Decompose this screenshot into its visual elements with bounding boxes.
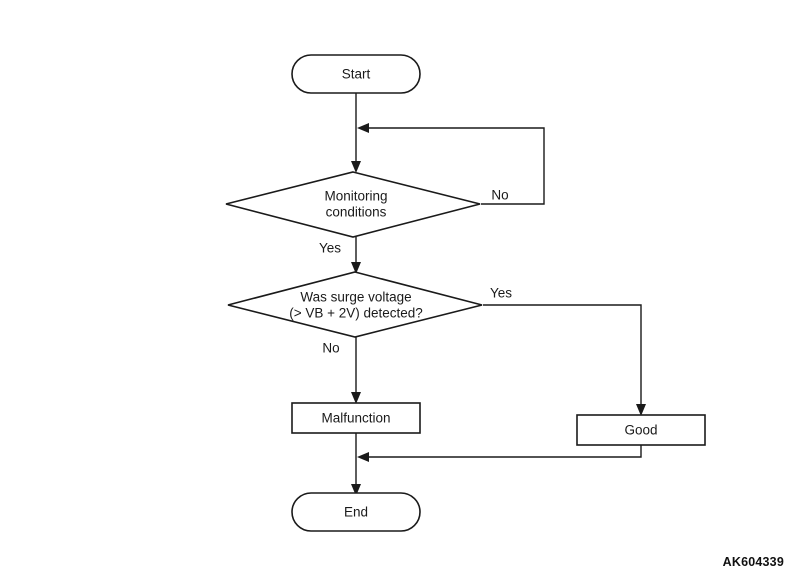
arrow-head-icon	[351, 484, 361, 496]
connector-monitoring-yes-to-surge	[351, 237, 361, 274]
branch-label-surge-no: No	[322, 341, 339, 356]
start-label: Start	[342, 67, 371, 82]
end-label: End	[344, 505, 368, 520]
arrow-head-icon	[351, 262, 361, 274]
branch-label-surge-yes: Yes	[490, 286, 512, 301]
arrow-head-icon	[351, 392, 361, 404]
node-decision-surge[interactable]: Was surge voltage (> VB + 2V) detected?	[227, 271, 483, 338]
monitoring-label-line2: conditions	[326, 205, 387, 220]
monitoring-label-line1: Monitoring	[324, 189, 387, 204]
node-decision-monitoring[interactable]: Monitoring conditions	[225, 171, 481, 238]
branch-label-monitoring-yes: Yes	[319, 241, 341, 256]
good-shape	[576, 414, 706, 446]
connector-monitoring-no-loop	[357, 123, 545, 205]
surge-label-line1: Was surge voltage	[300, 290, 411, 305]
good-label: Good	[624, 423, 657, 438]
surge-label-line2: (> VB + 2V) detected?	[289, 306, 423, 321]
diagram-reference-code: AK604339	[722, 555, 784, 569]
start-shape	[291, 54, 421, 94]
arrow-head-icon	[351, 161, 361, 173]
surge-decision-shape	[227, 271, 483, 338]
node-end[interactable]: End	[291, 492, 421, 532]
connector-surge-yes-to-good	[483, 304, 646, 416]
malfunction-shape	[291, 402, 421, 434]
malfunction-label: Malfunction	[321, 411, 390, 426]
connector-malfunction-to-end	[351, 433, 361, 496]
connector-surge-no-to-malfunction	[351, 337, 361, 404]
node-malfunction[interactable]: Malfunction	[291, 402, 421, 434]
node-good[interactable]: Good	[576, 414, 706, 446]
arrow-head-icon	[357, 123, 369, 133]
monitoring-decision-shape	[225, 171, 481, 238]
connector-start-to-monitoring	[351, 92, 361, 173]
node-start[interactable]: Start	[291, 54, 421, 94]
arrow-head-icon	[357, 452, 369, 462]
end-shape	[291, 492, 421, 532]
branch-label-monitoring-no: No	[491, 188, 508, 203]
connector-good-to-merge	[357, 445, 642, 462]
arrow-head-icon	[636, 404, 646, 416]
